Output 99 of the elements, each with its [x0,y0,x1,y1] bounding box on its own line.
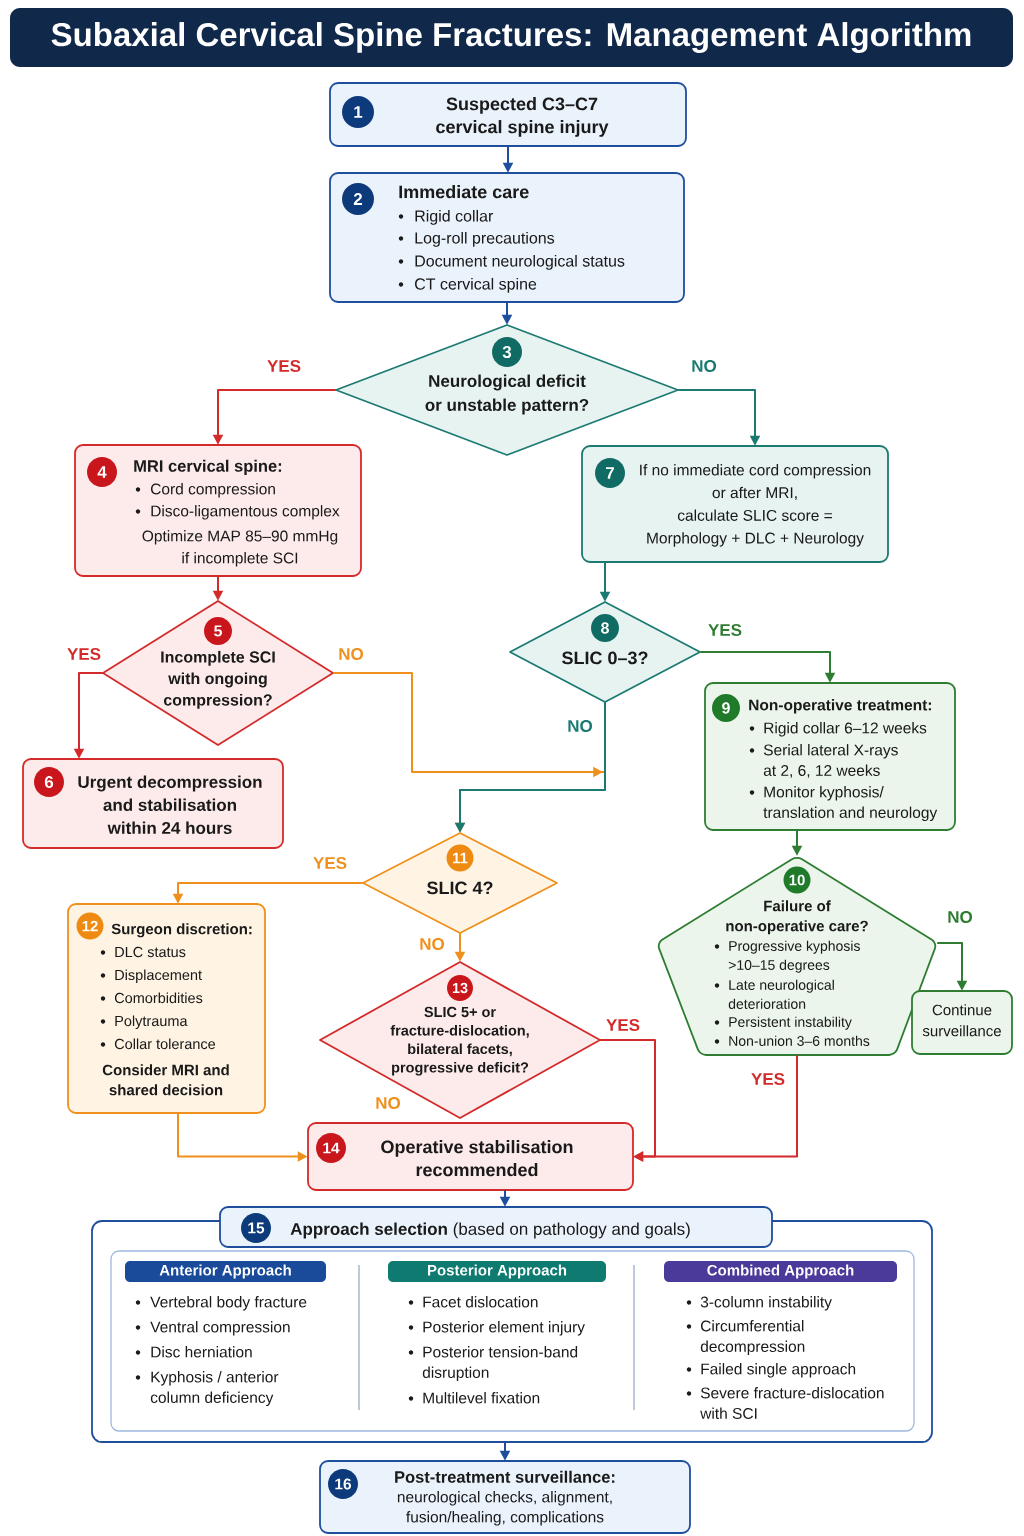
box-text: Optimize MAP 85–90 mmHg if incomplete SCI [142,530,338,567]
bullet-item: Monitor kyphosis/ translation and neurology [763,786,938,822]
edge-label: NO [689,358,719,374]
step-number: 1 [342,96,374,128]
question-text: Neurological deficit or unstable pattern? [425,374,589,415]
box-heading: Surgeon discretion: [111,923,252,938]
bullet-item: Document neurological status [415,254,625,270]
step-number: 3 [492,337,522,367]
edge-label: YES [65,646,103,662]
box-text: Suspected C3–C7 cervical spine injury [436,97,609,137]
decision-diamond [362,832,558,934]
bullet-item: Rigid collar 6–12 weeks [764,722,927,737]
bullet-item: Cord compression [151,483,275,498]
edge-label: NO [945,909,975,925]
step-number: 9 [712,694,740,722]
step-number: 15 [241,1213,271,1243]
step-number: 6 [34,767,64,797]
bullet-item: Collar tolerance [114,1038,216,1050]
edge-label: YES [604,1017,642,1033]
edge-label: NO [417,936,447,952]
section-title: Approach selection (based on pathology and goals) [290,1222,690,1239]
box-text: neurological checks, alignment, fusion/healing, complications [397,1491,612,1526]
decision-diamond [102,600,334,746]
bullet-item: Vertebral body fracture [150,1296,307,1311]
bullet-item: Comorbidities [114,992,203,1004]
box-heading: Immediate care [399,185,529,199]
step-number: 11 [446,844,474,872]
step-number: 2 [342,183,374,215]
bullet-item: Disco-ligamentous complex [151,505,340,520]
box-text: Continue surveillance [922,1004,1001,1037]
bullet-item: 3-column instability [700,1296,832,1311]
bullet-item: Posterior element injury [423,1321,585,1336]
decision-diamond [509,601,701,703]
title-banner: Subaxial Cervical Spine Fractures: Management Algorithm [10,8,1013,67]
process-box [319,1460,691,1534]
bullet-item: Circumferential decompression [700,1320,805,1356]
process-box [74,444,362,577]
bullet-item: Facet dislocation [423,1296,538,1308]
question-text: SLIC 4? [427,881,493,895]
bullet-item: Ventral compression [150,1321,290,1336]
process-box [22,758,284,849]
bullet-item: Posterior tension-band disruption [422,1346,578,1382]
decision-diamond [319,961,601,1119]
bullet-item: Disc herniation [151,1346,252,1358]
step-number: 8 [591,614,619,642]
bullet-item: Failed single approach [701,1363,856,1378]
bullet-item: Progressive kyphosis >10–15 degrees [728,940,860,973]
approach-panel [91,1206,933,1443]
box-text: If no immediate cord compression or after MRI, calculate SLIC score = Morphology + DLC + Neurology [640,464,871,547]
process-box [67,903,266,1114]
step-number: 14 [316,1133,346,1163]
process-box [329,172,685,303]
step-number: 4 [87,457,117,487]
bullet-item: Log-roll precautions [415,231,555,247]
bullet-item: Serial lateral X-rays at 2, 6, 12 weeks [763,744,898,778]
step-number: 5 [204,617,232,645]
step-number: 7 [595,458,625,488]
edge-label: YES [265,358,303,374]
bullet-item: Persistent instability [729,1016,852,1030]
flow-arrow [599,1039,656,1162]
column-header: Anterior Approach [125,1261,326,1282]
edge-label: YES [311,855,349,871]
question-text: SLIC 5+ or fracture-dislocation, bilateral facets, progressive deficit? [390,1006,529,1076]
process-box [329,82,687,147]
bullet-item: Late neurological deterioration [728,979,834,1009]
step-number: 12 [76,912,104,940]
bullet-item: Rigid collar [415,209,494,225]
process-box [307,1122,634,1191]
edge-label: NO [336,646,366,662]
bullet-item: DLC status [115,946,186,958]
question-text: Incomplete SCI with ongoing compression? [161,650,275,709]
bullet-item: Polytrauma [115,1015,188,1029]
process-box [581,445,889,563]
column-header: Posterior Approach [388,1261,606,1282]
edge-label: YES [749,1071,787,1087]
step-number: 16 [328,1469,358,1499]
step-number: 10 [783,866,811,894]
box-text: Operative stabilisation recommended [381,1140,573,1177]
bullet-item: Severe fracture-dislocation with SCI [700,1387,884,1419]
bullet-item: CT cervical spine [415,277,537,293]
question-text: Failure of non-operative care? [726,900,868,935]
box-text: Consider MRI and shared decision [102,1064,229,1096]
decision-diamond [335,324,679,456]
branch-label: NO [373,1095,403,1111]
edge-label: NO [565,718,595,734]
column-header: Combined Approach [664,1261,897,1282]
step-number: 13 [447,975,473,1001]
bullet-item: Non-union 3–6 months [729,1035,870,1046]
bullet-item: Kyphosis / anterior column deficiency [150,1371,279,1407]
question-text: SLIC 0–3? [562,651,648,665]
edge-label: YES [706,622,744,638]
box-heading: Non-operative treatment: [749,699,931,714]
bullet-item: Displacement [115,969,202,983]
box-heading: Post-treatment surveillance: [395,1470,615,1483]
process-box [911,990,1013,1055]
bullet-item: Multilevel fixation [423,1392,540,1404]
box-text: Urgent decompression and stabilisation within 24 hours [78,775,262,835]
box-heading: MRI cervical spine: [134,459,282,476]
process-box [704,682,956,831]
